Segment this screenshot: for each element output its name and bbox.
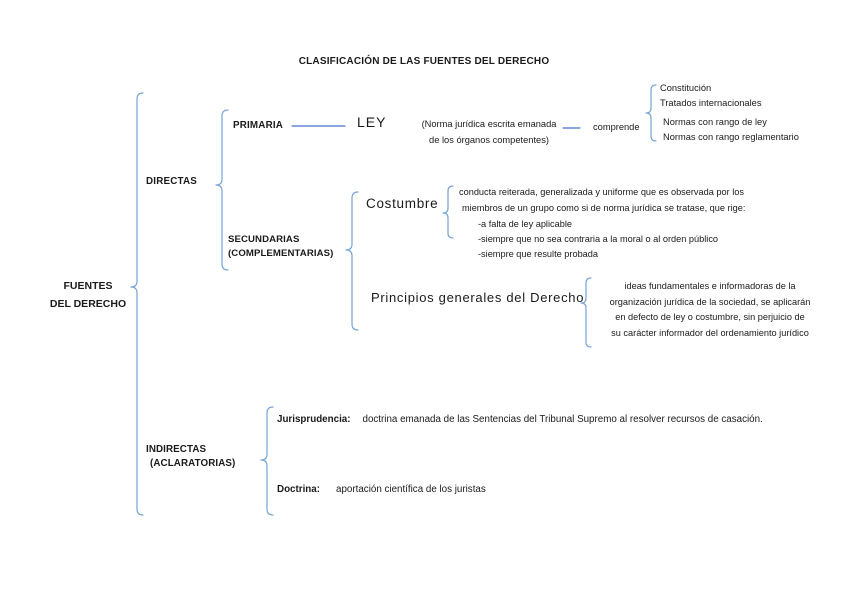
node-principios-generales: Principios generales del Derecho [371, 290, 585, 305]
principios-desc-line1: ideas fundamentales e informadoras de la [624, 281, 796, 291]
ley-item-rango-ley: Normas con rango de ley [663, 117, 767, 127]
secundarias-line1: SECUNDARIAS [228, 234, 300, 245]
label-comprende: comprende [593, 122, 640, 132]
indirectas-line2: (ACLARATORIAS) [150, 458, 236, 469]
principios-desc-line2: organización jurídica de la sociedad, se… [609, 296, 811, 307]
node-directas: DIRECTAS [146, 176, 197, 187]
costumbre-condition-1: -a falta de ley aplicable [478, 219, 572, 229]
node-ley: LEY [357, 114, 387, 130]
brace-costumbre-icon [442, 185, 454, 239]
node-indirectas: INDIRECTAS (ACLARATORIAS) [146, 443, 235, 471]
brace-comprende-icon [645, 84, 657, 142]
principios-desc: ideas fundamentales e informadoras de la… [590, 279, 830, 341]
doctrina-definition: aportación científica de los juristas [336, 484, 486, 495]
ley-item-constitucion: Constitución [660, 83, 712, 93]
ley-item-rango-reglamentario: Normas con rango reglamentario [663, 132, 799, 142]
node-costumbre: Costumbre [366, 196, 439, 211]
root-node-fuentes-del-derecho: FUENTES DEL DERECHO [40, 277, 136, 313]
brace-secundarias-icon [345, 191, 359, 331]
node-primaria: PRIMARIA [233, 120, 284, 131]
costumbre-desc-line1: conducta reiterada, generalizada y unifo… [459, 187, 744, 197]
jurisprudencia-term: Jurisprudencia: [277, 414, 351, 425]
costumbre-desc-line2: miembros de un grupo como si de norma ju… [462, 203, 746, 213]
brace-directas-icon [215, 109, 229, 271]
ley-note: (Norma jurídica escrita emanada de los ó… [406, 117, 572, 148]
diagram-title: CLASIFICACIÓN DE LAS FUENTES DEL DERECHO [298, 56, 550, 67]
brace-indirectas-icon [260, 406, 274, 516]
ley-item-tratados: Tratados internacionales [660, 98, 762, 108]
ley-note-line1: (Norma jurídica escrita emanada [421, 119, 557, 129]
doctrina-term: Doctrina: [277, 484, 321, 495]
indirectas-line1: INDIRECTAS [146, 444, 207, 455]
costumbre-condition-2: -siempre que no sea contraria a la moral… [478, 234, 719, 244]
jurisprudencia-definition: doctrina emanada de las Sentencias del T… [362, 414, 763, 425]
root-line1: FUENTES [63, 280, 113, 292]
root-line2: DEL DERECHO [49, 298, 127, 310]
node-jurisprudencia: Jurisprudencia: doctrina emanada de las … [277, 414, 763, 425]
node-doctrina: Doctrina: aportación científica de los j… [277, 484, 486, 495]
principios-desc-line4: su carácter informador del ordenamiento … [611, 327, 809, 338]
node-secundarias: SECUNDARIAS (COMPLEMENTARIAS) [228, 233, 333, 261]
secundarias-line2: (COMPLEMENTARIAS) [228, 248, 334, 259]
principios-desc-line3: en defecto de ley o costumbre, sin perju… [615, 312, 805, 322]
costumbre-condition-3: -siempre que resulte probada [478, 249, 599, 259]
ley-note-line2: de los órganos competentes) [429, 134, 549, 145]
